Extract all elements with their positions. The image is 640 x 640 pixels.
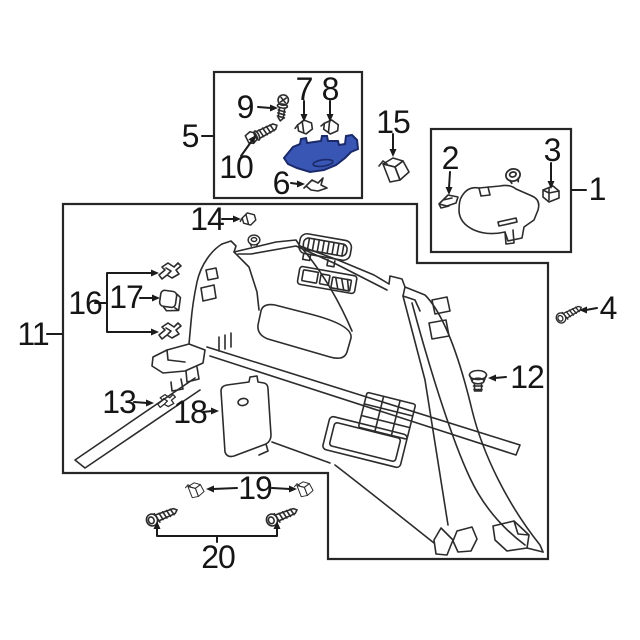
callout-7: 7 [295, 71, 314, 107]
part-12-push-pin [468, 369, 488, 392]
callout-4: 4 [599, 290, 618, 326]
part-11-group-box [61, 202, 550, 561]
callout-19: 19 [238, 470, 273, 506]
callout-5: 5 [181, 118, 200, 154]
callout-20: 20 [201, 539, 236, 575]
part-2-clip [438, 194, 459, 209]
callout-17: 17 [109, 279, 144, 315]
part-14-grommet [247, 234, 261, 248]
vent-grille [298, 232, 353, 268]
callout-13: 13 [102, 384, 137, 420]
part-7-clip [293, 118, 314, 137]
part-3-clip [542, 185, 560, 203]
tie-down-grid [358, 391, 417, 440]
lower-tray [322, 415, 408, 469]
callout-16: 16 [68, 285, 103, 321]
callout-2: 2 [441, 140, 460, 176]
part-17-pad [158, 289, 182, 312]
part-15-bracket-clip [378, 157, 410, 183]
part-20-screw-left [143, 503, 181, 529]
part-8-clip [319, 118, 340, 136]
part-5-group-box [212, 70, 364, 200]
callout-11: 11 [17, 316, 49, 352]
part-6-clip [303, 177, 328, 192]
quarter-trim-panel-drawing [74, 232, 544, 556]
vent-cluster-recess [296, 265, 358, 295]
part-19-clip-left [184, 482, 205, 499]
part-16-clip-lower [158, 322, 182, 340]
callout-15: 15 [376, 104, 411, 140]
callout-14: 14 [190, 201, 225, 237]
part-20-screw-right [263, 503, 301, 529]
callout-9: 9 [236, 89, 255, 125]
callout-6: 6 [272, 165, 291, 201]
leader-lines [46, 100, 598, 543]
part-14-clip [237, 210, 258, 229]
part-16-clip-upper [158, 262, 182, 280]
part-1-trim-panel [458, 184, 540, 245]
cowl-grommet [503, 166, 523, 186]
part-19-clip-right [293, 481, 314, 498]
part-4-screw [553, 302, 585, 326]
part-18-access-cover [220, 375, 272, 458]
callout-10: 10 [219, 149, 254, 185]
callout-3: 3 [543, 132, 562, 168]
part-5-highlighted-bracket [282, 133, 360, 174]
callout-1: 1 [588, 171, 607, 207]
part-1-group-box [429, 127, 573, 254]
callout-18: 18 [173, 394, 208, 430]
callout-8: 8 [321, 71, 340, 107]
callout-12: 12 [510, 359, 545, 395]
